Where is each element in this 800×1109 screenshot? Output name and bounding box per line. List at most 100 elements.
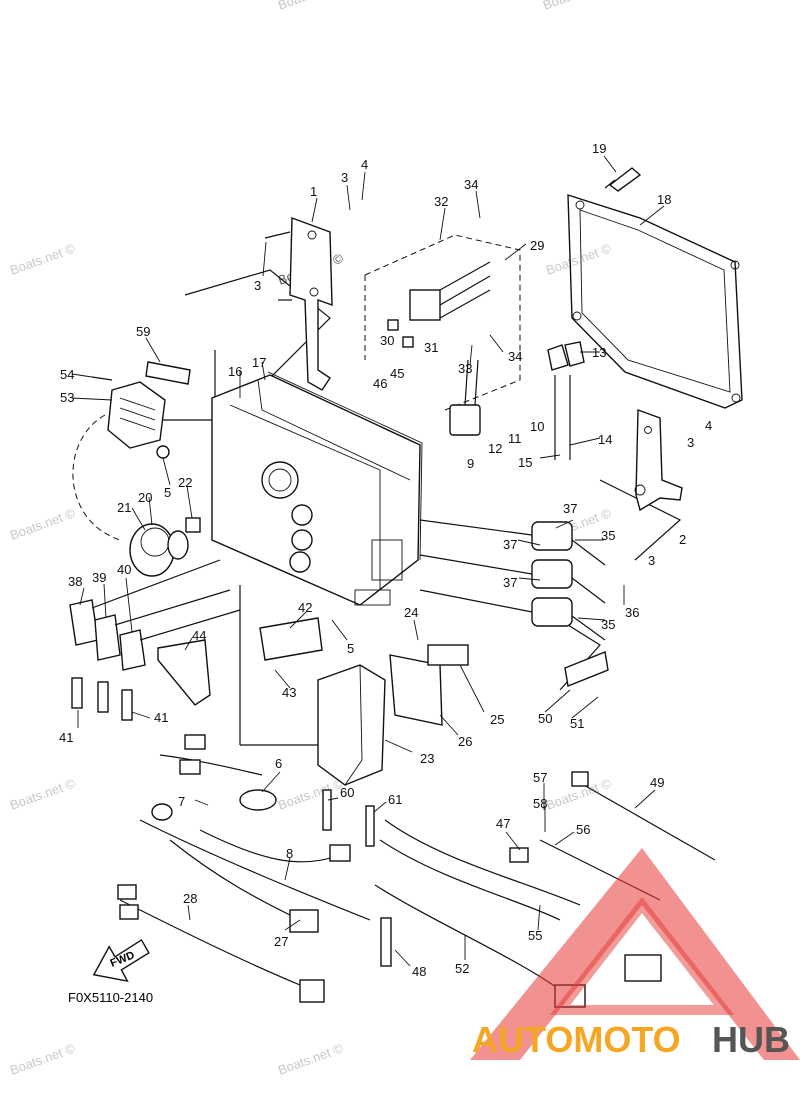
cap-part: [129, 517, 201, 577]
callout-58: 58: [533, 796, 547, 811]
callout-38: 38: [68, 574, 82, 589]
callout-20: 20: [138, 490, 152, 505]
callout-4a: 4: [361, 157, 368, 172]
callout-8: 8: [286, 846, 293, 861]
bus-44-part: [157, 639, 211, 706]
callout-34a: 34: [464, 177, 478, 192]
callout-3c: 3: [687, 435, 694, 450]
callout-33: 33: [458, 361, 472, 376]
callout-9: 9: [467, 456, 474, 471]
callout-26: 26: [458, 734, 472, 749]
callout-4b: 4: [705, 418, 712, 433]
watermark-text: Boats.net ©: [276, 1040, 346, 1078]
bracket-42-part: [259, 617, 323, 661]
callout-39: 39: [92, 570, 106, 585]
callout-35a: 35: [601, 528, 615, 543]
callout-1: 1: [310, 184, 317, 199]
callout-46: 46: [373, 376, 387, 391]
callout-23: 23: [420, 751, 434, 766]
callout-52: 52: [455, 961, 469, 976]
callout-10: 10: [530, 419, 544, 434]
strip-50-part: [564, 651, 609, 687]
leader-lines: [71, 155, 665, 967]
watermark-text: Boats.net ©: [276, 775, 346, 813]
figure-code: F0X5110-2140: [68, 990, 153, 1005]
callout-60: 60: [340, 785, 354, 800]
callout-13: 13: [592, 345, 606, 360]
callout-29: 29: [530, 238, 544, 253]
callout-55: 55: [528, 928, 542, 943]
rectifier-part: [91, 376, 170, 459]
callout-14: 14: [598, 432, 612, 447]
callout-28: 28: [183, 891, 197, 906]
callout-3b: 3: [254, 278, 261, 293]
callout-61: 61: [388, 792, 402, 807]
callout-37b: 37: [503, 537, 517, 552]
callout-22: 22: [178, 475, 192, 490]
callout-numbers: 1 2 3 3 3 3 4 4 5 5 6 7 8 9 10 11 12 13 …: [59, 141, 712, 979]
bolt-part: [604, 167, 642, 192]
electrical-box-part: [211, 371, 423, 606]
callout-25: 25: [490, 712, 504, 727]
callout-45: 45: [390, 366, 404, 381]
watermark-text: Boats.net ©: [8, 1040, 78, 1078]
brand-text-right: HUB: [712, 1019, 790, 1060]
upper-bracket-part: [264, 217, 333, 391]
brand-text-left: AUTOMOTO: [472, 1019, 681, 1060]
label-part: [145, 361, 191, 385]
callout-42: 42: [298, 600, 312, 615]
fuse-holder-part: [387, 261, 491, 348]
callout-31: 31: [424, 340, 438, 355]
callout-54: 54: [60, 367, 74, 382]
callout-24: 24: [404, 605, 418, 620]
wire-harness-part: [117, 734, 371, 1003]
callout-5b: 5: [347, 641, 354, 656]
callout-3d: 3: [648, 553, 655, 568]
cable-ties-part: [322, 789, 375, 847]
callout-32: 32: [434, 194, 448, 209]
watermark-text: Boats.net ©: [541, 0, 611, 13]
relay-part: [449, 359, 481, 436]
terminal-part: [547, 341, 585, 460]
gasket-frame-part: [567, 194, 743, 409]
callout-30: 30: [380, 333, 394, 348]
bracket-26-part: [389, 644, 469, 726]
callout-44: 44: [192, 628, 206, 643]
callout-47: 47: [496, 816, 510, 831]
spark-plugs-part: [71, 677, 133, 721]
callout-15: 15: [518, 455, 532, 470]
callout-41a: 41: [59, 730, 73, 745]
callout-36: 36: [625, 605, 639, 620]
callout-6: 6: [275, 756, 282, 771]
callout-53: 53: [60, 390, 74, 405]
lower-bracket-part: [634, 409, 683, 512]
watermark-text: Boats.net ©: [276, 0, 346, 13]
callout-17: 17: [252, 355, 266, 370]
callout-50: 50: [538, 711, 552, 726]
brand-logo: AUTOMOTO HUB: [470, 848, 800, 1060]
callout-56: 56: [576, 822, 590, 837]
callout-48: 48: [412, 964, 426, 979]
watermark-text: Boats.net ©: [8, 775, 78, 813]
callout-37c: 37: [503, 575, 517, 590]
callout-51: 51: [570, 716, 584, 731]
callout-27: 27: [274, 934, 288, 949]
callout-41b: 41: [154, 710, 168, 725]
callout-57: 57: [533, 770, 547, 785]
callout-37a: 37: [563, 501, 577, 516]
watermark-text: Boats.net ©: [8, 240, 78, 278]
callout-11: 11: [508, 431, 522, 446]
watermark-text: Boats.net ©: [8, 505, 78, 543]
watermark-text: Boats.net ©: [544, 240, 614, 278]
ecu-part: [317, 664, 386, 786]
callout-2: 2: [679, 532, 686, 547]
plug-caps-part: [69, 559, 241, 671]
callout-21: 21: [117, 500, 131, 515]
callout-19: 19: [592, 141, 606, 156]
callout-16: 16: [228, 364, 242, 379]
callout-43: 43: [282, 685, 296, 700]
callout-7: 7: [178, 794, 185, 809]
fwd-arrow-icon: FWD: [92, 938, 150, 982]
